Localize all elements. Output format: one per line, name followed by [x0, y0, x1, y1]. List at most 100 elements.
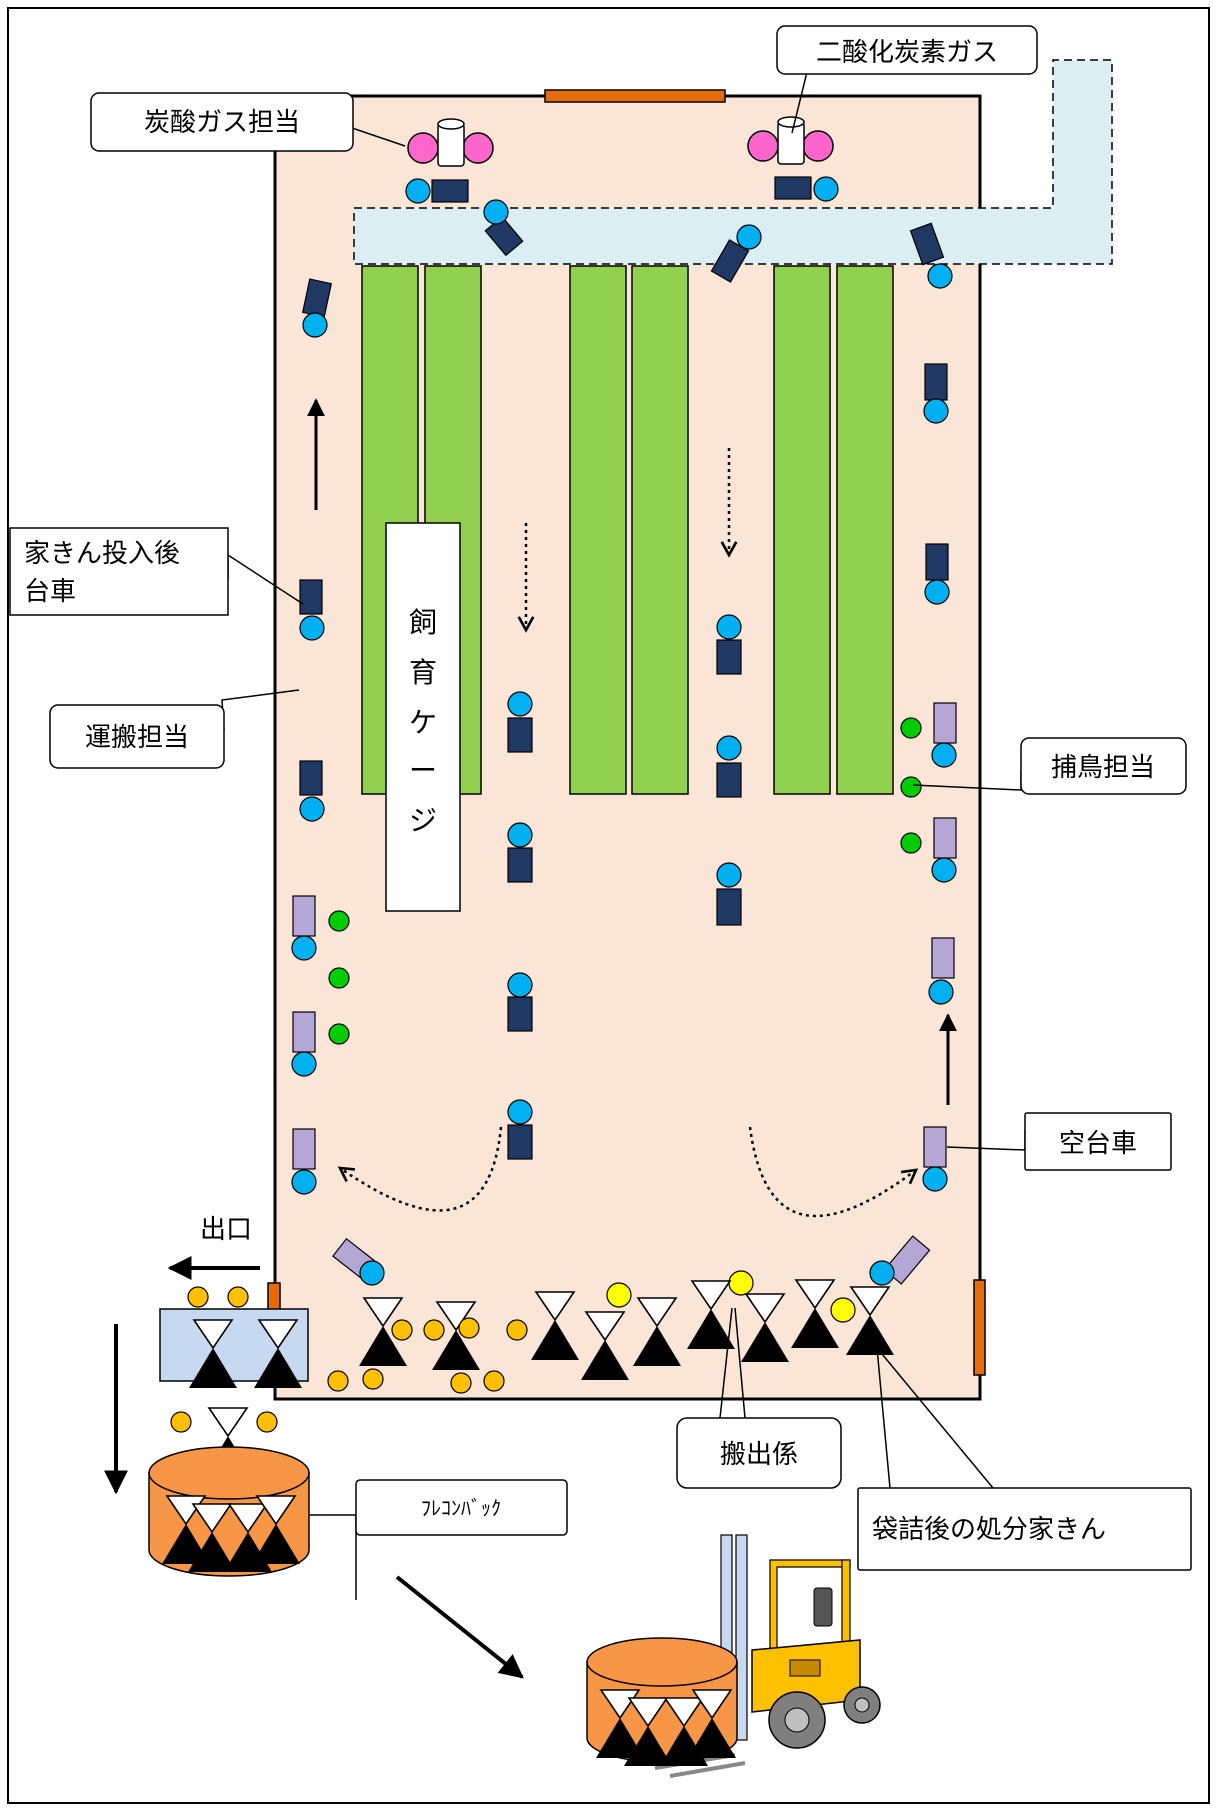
worker [923, 398, 949, 424]
cage-row [569, 265, 627, 795]
callout-bagged-birds: 袋詰後の処分家きん [857, 1487, 1192, 1571]
flexible-container-bag [148, 1446, 310, 1577]
cage-label-char: ケ [409, 706, 437, 739]
callout-bagged-birds-text: 袋詰後の処分家きん [872, 1515, 1106, 1545]
loaded-cart [924, 363, 948, 401]
worker [483, 199, 509, 225]
catchers [328, 717, 922, 1045]
worker [869, 1260, 895, 1286]
worker [291, 1169, 317, 1195]
callout-loaded-cart-text-2: 台車 [24, 577, 76, 607]
worker [302, 312, 328, 338]
callout-transport-staff: 運搬担当 [49, 704, 225, 769]
catcher [328, 910, 350, 932]
exit-label: 出口 [200, 1215, 252, 1245]
outer-frame [7, 7, 1210, 1804]
worker [299, 796, 325, 822]
cage-label: 飼 育 ケ ー ジ [409, 606, 437, 837]
worker [299, 615, 325, 641]
worker [922, 1166, 948, 1192]
cage-label-char: 飼 [409, 606, 437, 639]
worker [507, 1099, 533, 1125]
callout-flexible-container-text: ﾌﾚｺﾝﾊﾞｯｸ [421, 1496, 501, 1520]
carry-out-worker [830, 1297, 856, 1323]
worker [931, 742, 957, 768]
callout-flexible-container: ﾌﾚｺﾝﾊﾞｯｸ [355, 1479, 568, 1536]
flow-arrow-diagonal [395, 1575, 524, 1679]
catcher [900, 717, 922, 739]
loaded-cart [507, 1124, 533, 1160]
gas-corridor [353, 59, 1113, 265]
worker [736, 224, 762, 250]
worker [507, 691, 533, 717]
callout-co2-staff-text: 炭酸ガス担当 [144, 108, 300, 138]
callout-co2-gas-text: 二酸化炭素ガス [816, 38, 998, 68]
worker [716, 735, 742, 761]
carry-out-workers [606, 1270, 856, 1323]
worker [359, 1260, 385, 1286]
cage-label-char: ジ [409, 804, 437, 837]
cage-label-char: ー [409, 754, 437, 787]
flexible-container-on-forklift [586, 1637, 738, 1767]
catcher [328, 967, 350, 989]
carry-out-worker [606, 1282, 632, 1308]
worker [931, 857, 957, 883]
callout-loaded-cart: 家きん投入後 台車 [9, 527, 229, 616]
empty-carts [292, 702, 957, 1285]
empty-cart [292, 895, 316, 937]
worker [291, 935, 317, 961]
loaded-cart [507, 717, 533, 753]
cage-label-char: 育 [409, 656, 437, 689]
callout-co2-staff: 炭酸ガス担当 [90, 92, 354, 152]
callout-empty-cart-text: 空台車 [1059, 1129, 1137, 1159]
callout-catch-staff: 捕鳥担当 [1020, 737, 1187, 795]
co2-cylinder-right [747, 116, 834, 165]
catcher [900, 776, 922, 798]
empty-cart [931, 937, 955, 979]
empty-cart [923, 1126, 947, 1168]
carry-out-worker [728, 1270, 754, 1296]
empty-cart [933, 702, 957, 744]
empty-cart [292, 1011, 316, 1053]
dotted-curve-arrow-right [748, 1126, 919, 1218]
loaded-cart [507, 847, 533, 883]
worker [507, 822, 533, 848]
cage-row [773, 265, 831, 795]
loaded-cart [431, 179, 469, 203]
callout-carry-out-staff: 搬出係 [676, 1417, 842, 1489]
worker [716, 862, 742, 888]
callout-loaded-cart-text-1: 家きん投入後 [24, 539, 180, 569]
worker [813, 176, 839, 202]
loaded-cart [710, 239, 750, 283]
worker [405, 178, 431, 204]
cage-label-box [385, 522, 461, 912]
loaded-cart [925, 543, 949, 581]
loaded-cart [909, 222, 945, 266]
loaded-cart [774, 176, 812, 200]
loaded-cart [299, 579, 323, 615]
callout-co2-gas: 二酸化炭素ガス [776, 25, 1038, 75]
loaded-cart [716, 639, 742, 675]
worker [924, 579, 950, 605]
loaded-cart [507, 996, 533, 1032]
worker [291, 1051, 317, 1077]
worker [928, 979, 954, 1005]
callout-transport-staff-text: 運搬担当 [85, 723, 189, 753]
empty-cart [292, 1128, 316, 1170]
worker [507, 972, 533, 998]
catcher [328, 1023, 350, 1045]
empty-cart [933, 817, 957, 859]
forklift [654, 1534, 881, 1778]
cage-row [631, 265, 689, 795]
loaded-cart [716, 762, 742, 798]
callout-carry-out-staff-text: 搬出係 [720, 1440, 798, 1470]
callout-catch-staff-text: 捕鳥担当 [1051, 753, 1155, 783]
loaded-carts [299, 176, 949, 1160]
cage-row [836, 265, 894, 795]
loaded-cart [716, 888, 742, 926]
door-top [544, 89, 726, 103]
workers [291, 176, 957, 1286]
worker [927, 263, 953, 289]
door-exit [267, 1282, 281, 1311]
